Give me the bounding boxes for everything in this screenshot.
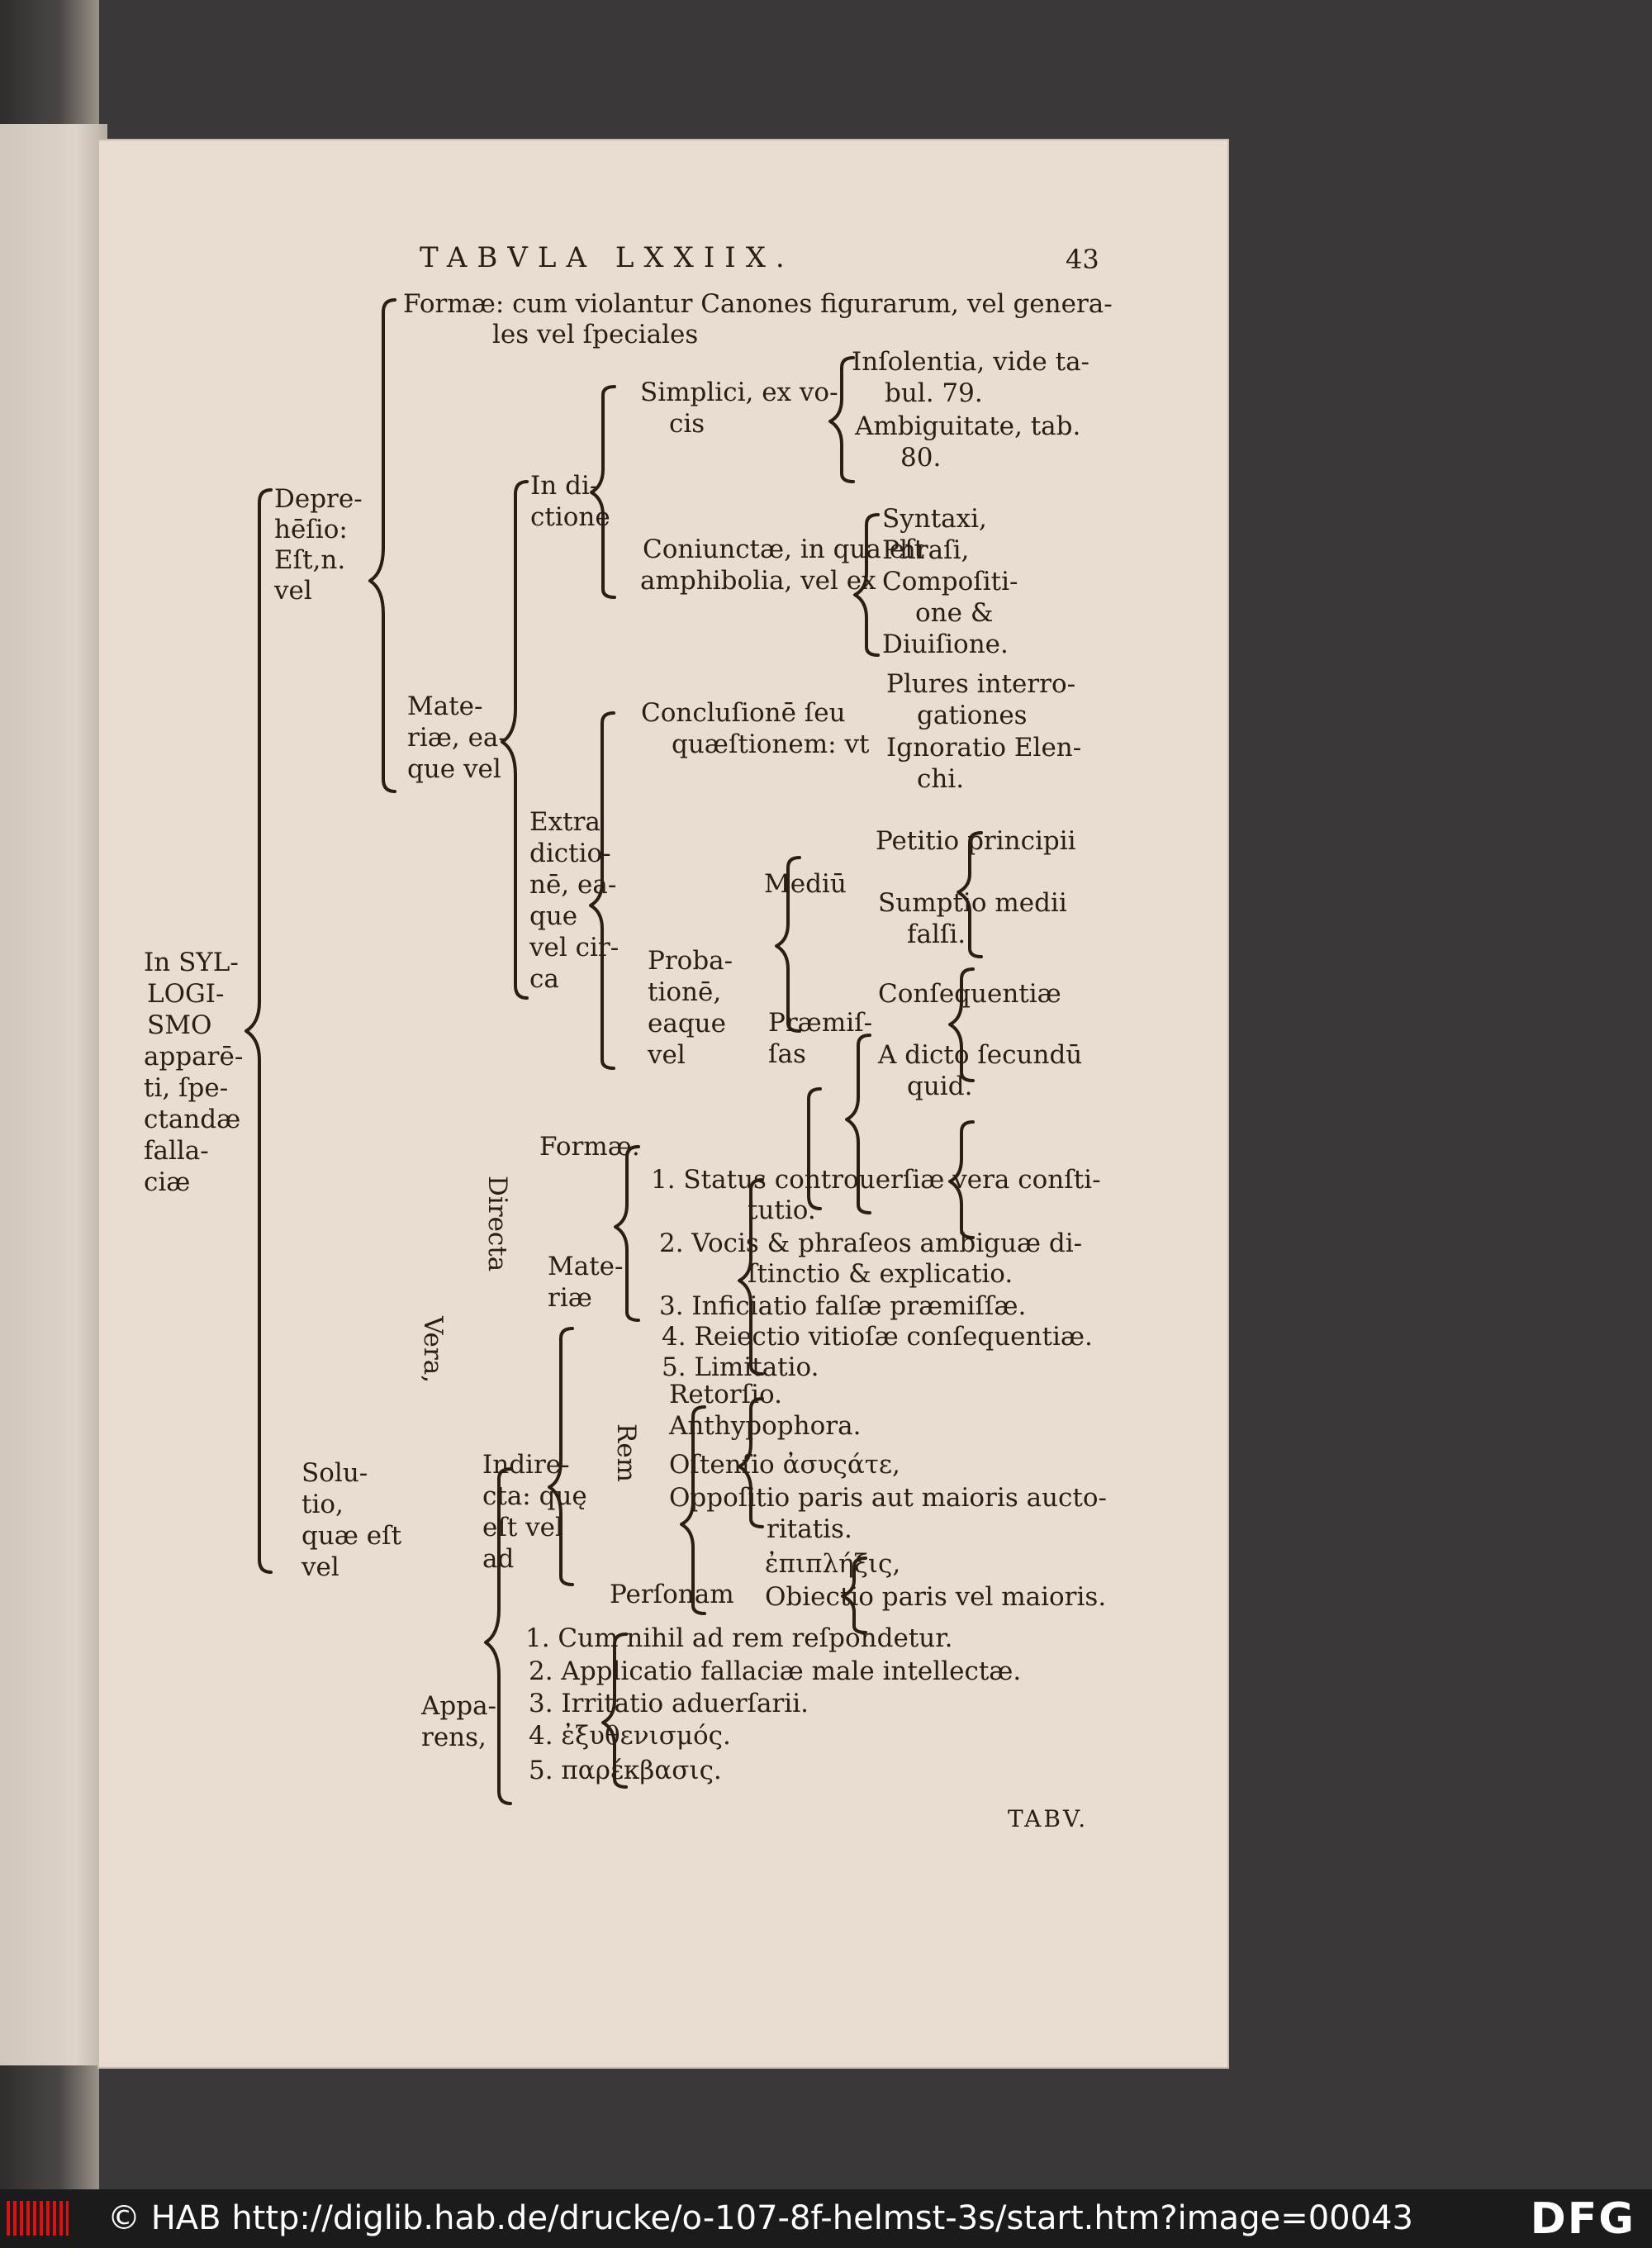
brace-apparens xyxy=(601,1633,628,1789)
brace-indirecta xyxy=(680,1405,706,1615)
formae2-label: Formæ. xyxy=(539,1132,640,1162)
barcode-icon xyxy=(7,2201,69,2236)
formae-line1: Formæ: cum violantur Canones figurarum, … xyxy=(403,289,1113,319)
page-title: TABVLA LXXIIX. xyxy=(420,241,795,274)
rem-label: Rem xyxy=(611,1423,641,1483)
brace-medium-premissas xyxy=(845,1034,871,1214)
brace-deprehensio xyxy=(368,298,396,793)
book-page: TABVLA LXXIIX. 43 xyxy=(97,139,1229,2069)
page-number: 43 xyxy=(1066,244,1099,275)
tree-brackets xyxy=(244,298,983,1805)
brace-directa-list xyxy=(738,1178,764,1376)
medium-label: Mediū xyxy=(764,869,847,899)
consequentiae-label: Conſequentiæ xyxy=(878,979,1061,1009)
copyright-link[interactable]: © HAB http://diglib.hab.de/drucke/o-107-… xyxy=(107,2199,1413,2237)
catchword: TABV. xyxy=(1008,1805,1089,1832)
brace-simplici xyxy=(828,356,855,483)
directa-label: Directa xyxy=(482,1176,512,1272)
previous-page-edge xyxy=(0,124,107,2065)
brace-personam xyxy=(841,1556,867,1634)
formae-line2: les vel ſpeciales xyxy=(492,320,699,349)
dfg-logo: DFG xyxy=(1530,2194,1635,2244)
vera-label: Vera, xyxy=(418,1316,448,1384)
brace-directa xyxy=(614,1145,640,1322)
brace-probatione xyxy=(807,1087,822,1210)
brace-extra xyxy=(589,711,615,1070)
brace-vera xyxy=(548,1327,574,1586)
brace-root xyxy=(244,488,273,1574)
brace-solutio xyxy=(484,1467,512,1805)
brace-consequentiae xyxy=(948,1120,975,1239)
brace-in-dictione xyxy=(590,385,616,599)
brace-rem xyxy=(738,1397,764,1528)
brace-plures xyxy=(957,831,983,958)
petitio-label: Petitio principii xyxy=(876,826,1076,856)
brace-syntaxi xyxy=(853,513,880,657)
brace-materiae xyxy=(501,480,529,1000)
footer-bar: © HAB http://diglib.hab.de/drucke/o-107-… xyxy=(0,2189,1652,2248)
brace-petitio xyxy=(948,967,975,1082)
personam-label: Perſonam xyxy=(610,1580,734,1609)
brace-conclusione xyxy=(775,856,801,1033)
